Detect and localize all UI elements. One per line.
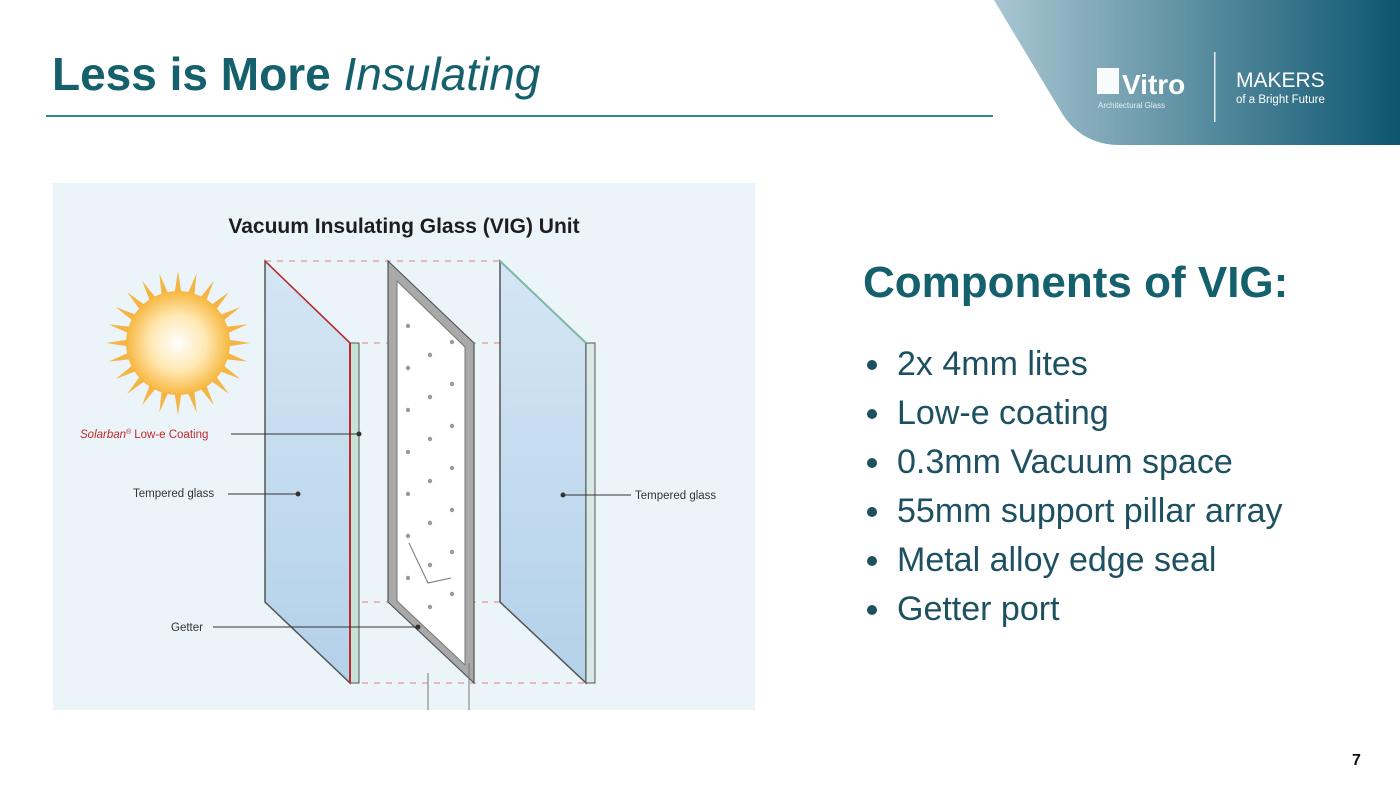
component-item-text: Metal alloy edge seal: [897, 541, 1217, 579]
label-getter: Getter: [171, 622, 203, 634]
pillar-dot: [405, 491, 411, 497]
label-tempered-left: Tempered glass: [133, 488, 214, 500]
pillar-dot: [449, 507, 455, 513]
bullet-icon: [867, 359, 877, 370]
title-divider: [46, 115, 993, 117]
label-tempered-right: Tempered glass: [635, 490, 716, 502]
sun-core: [126, 291, 230, 395]
component-item: 0.3mm Vacuum space: [863, 438, 1282, 487]
page-number: 7: [1352, 752, 1361, 769]
pillar-dot: [449, 549, 455, 555]
pillar-dot: [405, 323, 411, 329]
pillar-dot: [427, 478, 433, 484]
component-item: Low-e coating: [863, 389, 1282, 438]
pillar-dot: [405, 407, 411, 413]
pillar-dot: [427, 604, 433, 610]
component-item-text: 2x 4mm lites: [897, 345, 1088, 383]
component-item: Getter port: [863, 585, 1282, 634]
pillar-dot: [427, 394, 433, 400]
sun-ray: [186, 388, 197, 413]
pillar-dot: [449, 381, 455, 387]
component-item-text: 55mm support pillar array: [897, 492, 1283, 530]
sun-ray: [174, 390, 182, 415]
vitro-tagline: Architectural Glass: [1098, 101, 1165, 110]
sun-ray: [225, 339, 250, 347]
pillar-dot: [449, 423, 455, 429]
bullet-icon: [867, 555, 877, 566]
makers-line2: of a Bright Future: [1236, 94, 1325, 106]
support-pillars: [405, 323, 455, 610]
pillar-dot: [405, 449, 411, 455]
left-glass-pane: [264, 259, 360, 685]
sun-ray: [108, 351, 133, 362]
pillar-dot: [405, 365, 411, 371]
title-bold: Less is More: [52, 48, 331, 100]
pillar-dot: [427, 562, 433, 568]
pillar-dot: [405, 533, 411, 539]
vitro-logo[interactable]: Vitro Architectural Glass: [1097, 68, 1185, 110]
sun-ray: [159, 273, 170, 298]
bullet-icon: [867, 604, 877, 615]
sun-ray: [174, 271, 182, 296]
pillar-dot: [427, 352, 433, 358]
bullet-icon: [867, 457, 877, 468]
sun-ray: [186, 273, 197, 298]
component-item: 55mm support pillar array: [863, 487, 1282, 536]
pillar-dot: [427, 520, 433, 526]
component-item-text: Getter port: [897, 590, 1060, 628]
bullet-icon: [867, 506, 877, 517]
vitro-logo-text: Vitro: [1122, 69, 1185, 100]
right-glass-pane: [499, 259, 596, 685]
brand-divider: [1214, 52, 1216, 122]
vitro-mark-icon: [1097, 68, 1119, 94]
sun-ray: [159, 388, 170, 413]
vig-diagram: Vacuum Insulating Glass (VIG) Unit: [53, 183, 755, 710]
component-item-text: 0.3mm Vacuum space: [897, 443, 1233, 481]
sun-ray: [223, 351, 248, 362]
sun-ray: [106, 339, 131, 347]
brand-banner: Vitro Architectural Glass MAKERS of a Br…: [994, 0, 1400, 145]
diagram-title: Vacuum Insulating Glass (VIG) Unit: [228, 215, 579, 238]
banner-shape: [994, 0, 1400, 145]
component-item: 2x 4mm lites: [863, 340, 1282, 389]
pillar-dot: [427, 436, 433, 442]
components-heading: Components of VIG:: [863, 258, 1289, 307]
pillar-dot: [449, 339, 455, 345]
component-item: Metal alloy edge seal: [863, 536, 1282, 585]
label-coating: Solarban®Low-e Coating: [80, 428, 208, 441]
makers-line1: MAKERS: [1236, 69, 1325, 92]
component-item-text: Low-e coating: [897, 394, 1109, 432]
title-italic: Insulating: [343, 48, 541, 100]
page-title: Less is More Insulating: [52, 44, 540, 104]
pillar-dot: [405, 575, 411, 581]
sun-icon: [106, 271, 250, 415]
edge-seal-frame: [387, 259, 475, 685]
sun-ray: [108, 324, 133, 335]
sun-ray: [223, 324, 248, 335]
pillar-dot: [449, 465, 455, 471]
pillar-dot: [449, 591, 455, 597]
bullet-icon: [867, 408, 877, 419]
